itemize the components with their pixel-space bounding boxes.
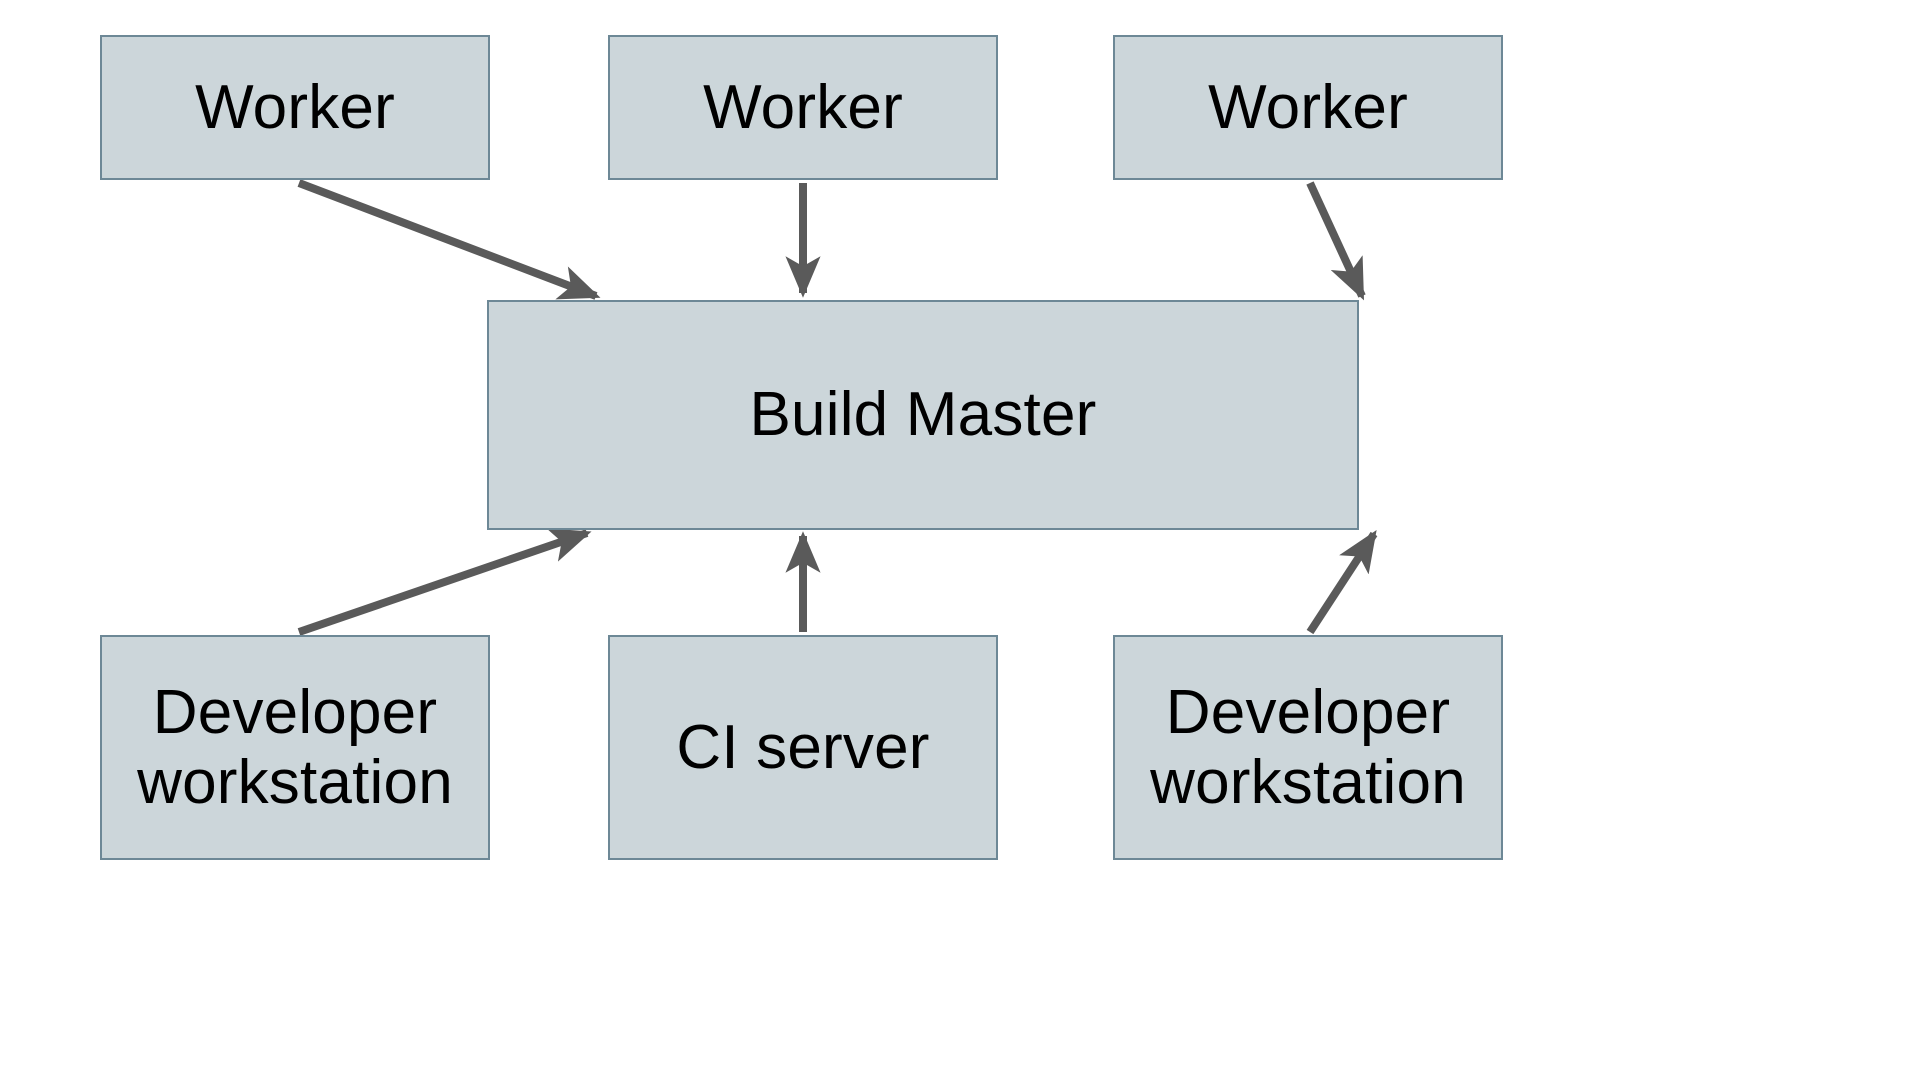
edge-worker-3-to-build-master [1306, 181, 1366, 301]
edge-dev-workstation-2-to-build-master [1306, 529, 1378, 635]
node-worker-3[interactable]: Worker [1113, 35, 1503, 180]
node-build-master[interactable]: Build Master [487, 300, 1359, 530]
node-worker-3-label: Worker [1208, 72, 1408, 142]
node-developer-workstation-left-label: Developer workstation [137, 678, 453, 817]
edge-worker-1-to-build-master [297, 179, 601, 300]
node-developer-workstation-right[interactable]: Developer workstation [1113, 635, 1503, 860]
node-worker-2-label: Worker [703, 72, 903, 142]
node-ci-server-label: CI server [676, 712, 930, 782]
node-worker-2[interactable]: Worker [608, 35, 998, 180]
node-developer-workstation-left[interactable]: Developer workstation [100, 635, 490, 860]
node-ci-server[interactable]: CI server [608, 635, 998, 860]
node-developer-workstation-right-label: Developer workstation [1150, 678, 1466, 817]
node-worker-1-label: Worker [195, 72, 395, 142]
edge-dev-workstation-1-to-build-master [297, 528, 592, 636]
node-worker-1[interactable]: Worker [100, 35, 490, 180]
node-build-master-label: Build Master [749, 380, 1097, 450]
